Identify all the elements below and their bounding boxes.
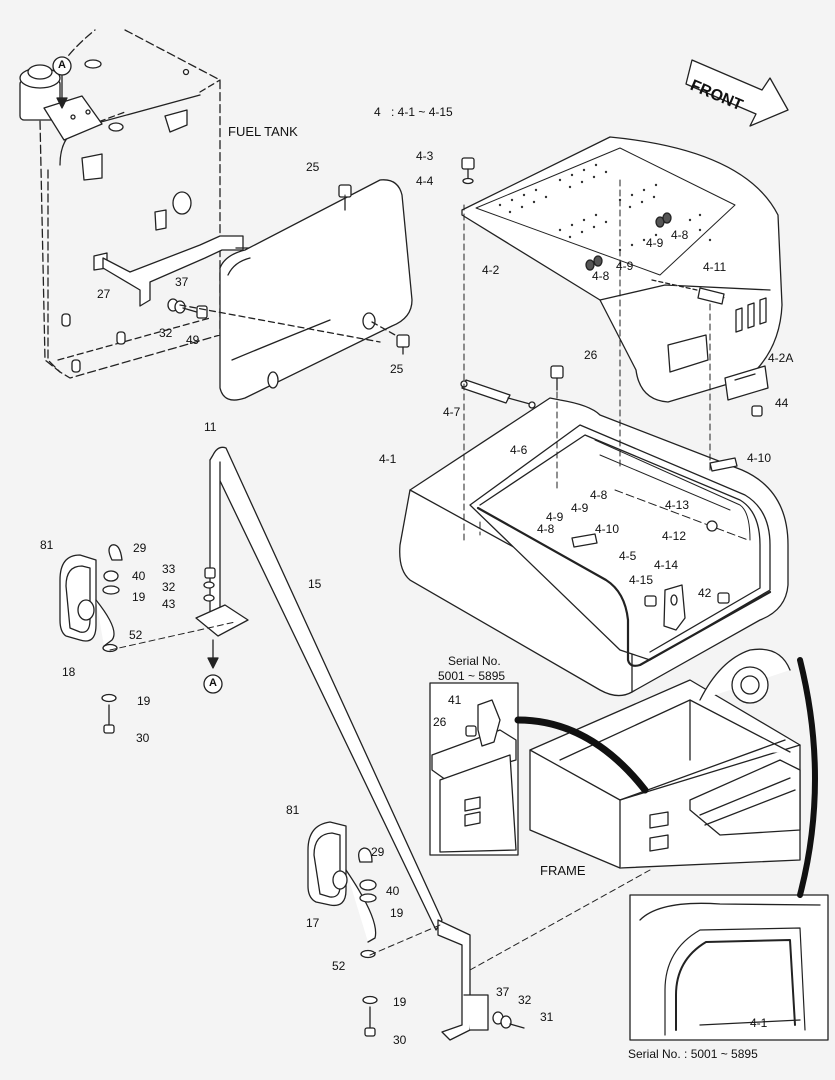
callout-19-upper: 19 xyxy=(132,590,146,604)
callout-4-9-upper-right: 4-9 xyxy=(646,236,664,250)
callout-4-15: 4-15 xyxy=(629,573,654,587)
callout-33: 33 xyxy=(162,562,176,576)
tool-box-4-1 xyxy=(399,397,789,697)
fuel-tank-label: FUEL TANK xyxy=(228,124,298,139)
callout-4-1: 4-1 xyxy=(379,452,397,466)
callout-29-upper: 29 xyxy=(133,541,147,555)
callout-4-2A: 4-2A xyxy=(768,351,794,365)
callout-30-upper: 30 xyxy=(136,731,150,745)
callout-31: 31 xyxy=(540,1010,554,1024)
callout-81-upper: 81 xyxy=(40,538,54,552)
view-a-marker-bottom xyxy=(203,639,223,694)
callout-26-inset: 26 xyxy=(433,715,447,729)
callout-4-13: 4-13 xyxy=(665,498,690,512)
callout-4-8-lower: 4-8 xyxy=(537,522,555,536)
callout-17: 17 xyxy=(306,916,320,930)
callout-25-lower: 25 xyxy=(390,362,404,376)
callout-4-2: 4-2 xyxy=(482,263,500,277)
callout-4-9-mid: 4-9 xyxy=(571,501,589,515)
callout-4-9-upper-left: 4-9 xyxy=(616,259,634,273)
callout-27: 27 xyxy=(97,287,111,301)
callout-4-8-upper-right: 4-8 xyxy=(671,228,689,242)
callout-4-7: 4-7 xyxy=(443,405,461,419)
top-cover-4-2 xyxy=(461,136,783,403)
callout-37-upper: 37 xyxy=(175,275,189,289)
callout-44: 44 xyxy=(775,396,789,410)
callout-49: 49 xyxy=(186,333,200,347)
callout-29-lower: 29 xyxy=(371,845,385,859)
callout-32-upper: 32 xyxy=(159,326,173,340)
callout-11: 11 xyxy=(204,420,217,434)
callout-4-9-lower: 4-9 xyxy=(546,510,564,524)
callout-18: 18 xyxy=(62,665,76,679)
callout-42: 42 xyxy=(698,586,712,600)
inset1-title-line2: 5001 ~ 5895 xyxy=(438,669,506,683)
top-cover-perforation xyxy=(498,163,712,252)
inset-detail-1 xyxy=(429,682,519,856)
callout-25-upper: 25 xyxy=(306,160,320,174)
callout-4-10-lower: 4-10 xyxy=(595,522,620,536)
callout-81-lower: 81 xyxy=(286,803,300,817)
frame-label: FRAME xyxy=(540,863,586,878)
bolt-4-3 xyxy=(461,157,475,185)
bolt-26-upper xyxy=(550,365,564,391)
small-hardware xyxy=(101,567,525,1037)
dashed-guides xyxy=(109,179,711,971)
inset1-title-line1: Serial No. xyxy=(448,654,501,668)
callout-4-8-upper-left: 4-8 xyxy=(592,269,610,283)
callout-4-12: 4-12 xyxy=(662,529,687,543)
inset2-part-label: 4-1 xyxy=(750,1016,768,1030)
mirror-81-upper xyxy=(59,544,123,653)
callout-40-lower: 40 xyxy=(386,884,400,898)
callout-40-upper: 40 xyxy=(132,569,146,583)
handle-4-2A xyxy=(724,365,769,417)
callout-4-3: 4-3 xyxy=(416,149,434,163)
lock-4-14 xyxy=(644,520,730,631)
callout-52-lower: 52 xyxy=(332,959,346,973)
stay-pole-15 xyxy=(195,446,489,1041)
callout-32-mid: 32 xyxy=(162,580,176,594)
callout-4-10-upper: 4-10 xyxy=(747,451,772,465)
view-a-label-bottom: A xyxy=(209,677,217,689)
callout-15: 15 xyxy=(308,577,322,591)
seal-strip-4-5 xyxy=(476,506,772,667)
callout-4-11: 4-11 xyxy=(703,260,727,274)
view-a-marker-top xyxy=(52,56,72,109)
frame xyxy=(529,648,801,869)
front-direction-arrow xyxy=(685,59,789,127)
callout-30-lower: 30 xyxy=(393,1033,407,1047)
callout-19-left: 19 xyxy=(137,694,151,708)
bracket-4-10-a xyxy=(709,457,738,472)
mirror-81-lower xyxy=(307,821,377,959)
callout-4-5: 4-5 xyxy=(619,549,637,563)
group-number: 4 xyxy=(374,105,381,119)
gas-spring-4-7 xyxy=(460,379,536,409)
group-range: : 4-1 ~ 4-15 xyxy=(391,105,453,119)
view-a-label-top: A xyxy=(58,59,66,71)
callout-43: 43 xyxy=(162,597,176,611)
callout-52-upper: 52 xyxy=(129,628,143,642)
callout-4-14: 4-14 xyxy=(654,558,679,572)
latch-4-11 xyxy=(651,279,726,305)
bracket-4-10-b xyxy=(571,533,598,548)
callout-19-lower: 19 xyxy=(393,995,407,1009)
callout-41: 41 xyxy=(448,693,462,707)
callout-37-lower: 37 xyxy=(496,985,510,999)
callout-4-8-mid: 4-8 xyxy=(590,488,608,502)
callout-4-6: 4-6 xyxy=(510,443,528,457)
fuel-sender-unit xyxy=(19,59,192,373)
inset-detail-2 xyxy=(629,894,829,1041)
bolt-25-lower xyxy=(396,334,410,355)
callout-26-upper: 26 xyxy=(584,348,598,362)
callout-19-mid: 19 xyxy=(390,906,404,920)
callout-32-lower: 32 xyxy=(518,993,532,1007)
side-cover-11 xyxy=(219,179,413,401)
inset2-caption: Serial No. : 5001 ~ 5895 xyxy=(628,1047,758,1061)
callout-4-4: 4-4 xyxy=(416,174,434,188)
